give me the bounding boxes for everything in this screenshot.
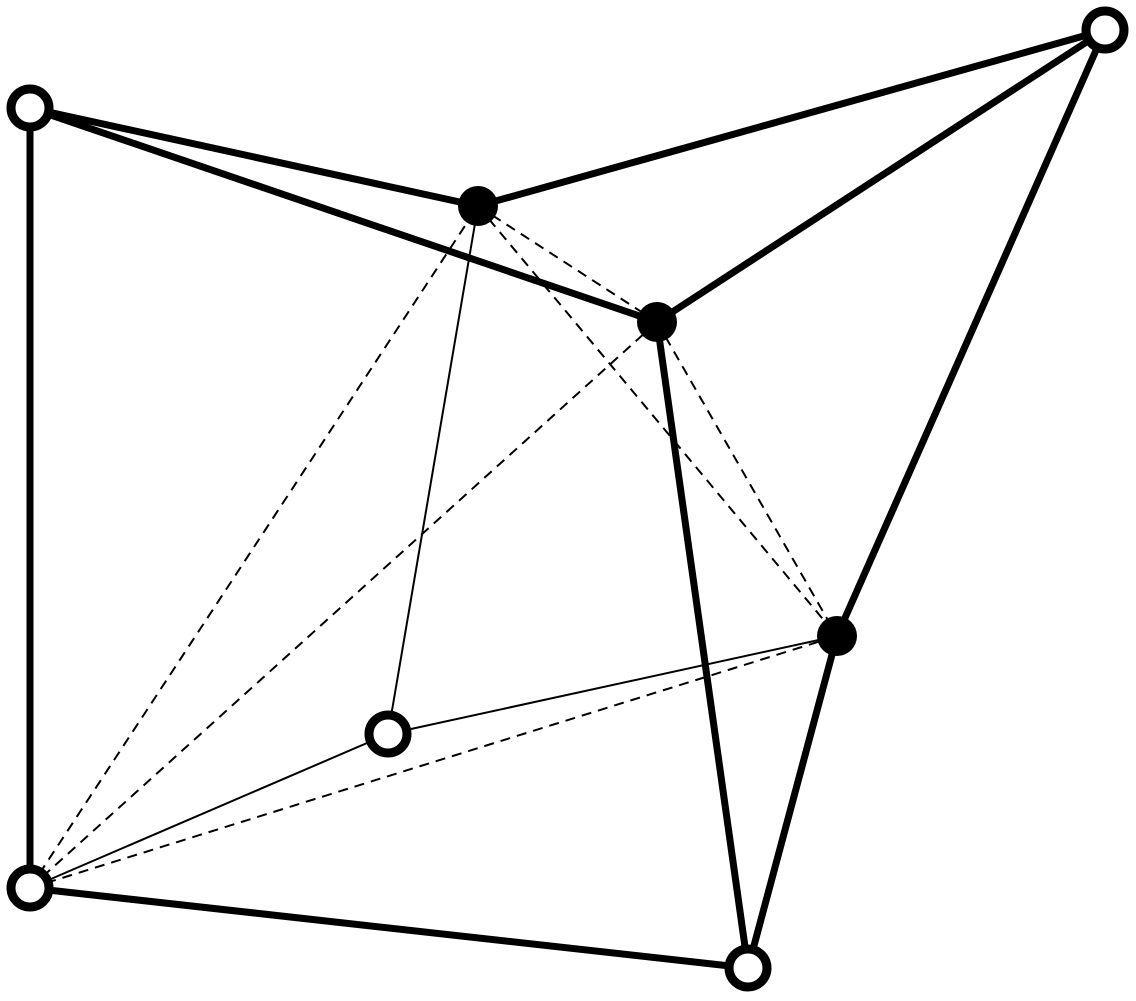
edge-thick-D-B <box>655 27 1107 325</box>
edge-thick-A-C <box>29 104 479 210</box>
edge-thick-B-E <box>833 28 1109 638</box>
nodes <box>6 6 1129 992</box>
edge-thick-G-H <box>29 884 749 972</box>
edge-thick-E-H <box>744 635 841 969</box>
edge-thick-A-D <box>28 104 659 326</box>
edge-dashed-C-E <box>477 205 838 637</box>
node-open-H <box>724 944 772 992</box>
edge-dashed-G-D <box>29 321 658 889</box>
node-open-B <box>1081 6 1129 54</box>
edge-thin-F-E <box>387 635 838 735</box>
edge-thin-F-G <box>29 733 389 889</box>
node-open-G <box>6 864 54 912</box>
edges <box>26 26 1109 972</box>
edge-dashed-D-E <box>656 321 838 637</box>
node-filled-C <box>458 186 498 226</box>
edge-thin-C-F <box>387 205 479 735</box>
node-open-A <box>6 84 54 132</box>
edge-dashed-C-D <box>477 205 658 323</box>
node-filled-D <box>637 302 677 342</box>
edge-dashed-G-E <box>29 635 838 889</box>
edge-thick-C-B <box>477 26 1106 210</box>
node-filled-E <box>817 616 857 656</box>
edge-thick-D-H <box>653 321 752 969</box>
edge-dashed-G-C <box>29 205 479 889</box>
node-open-F <box>364 710 412 758</box>
